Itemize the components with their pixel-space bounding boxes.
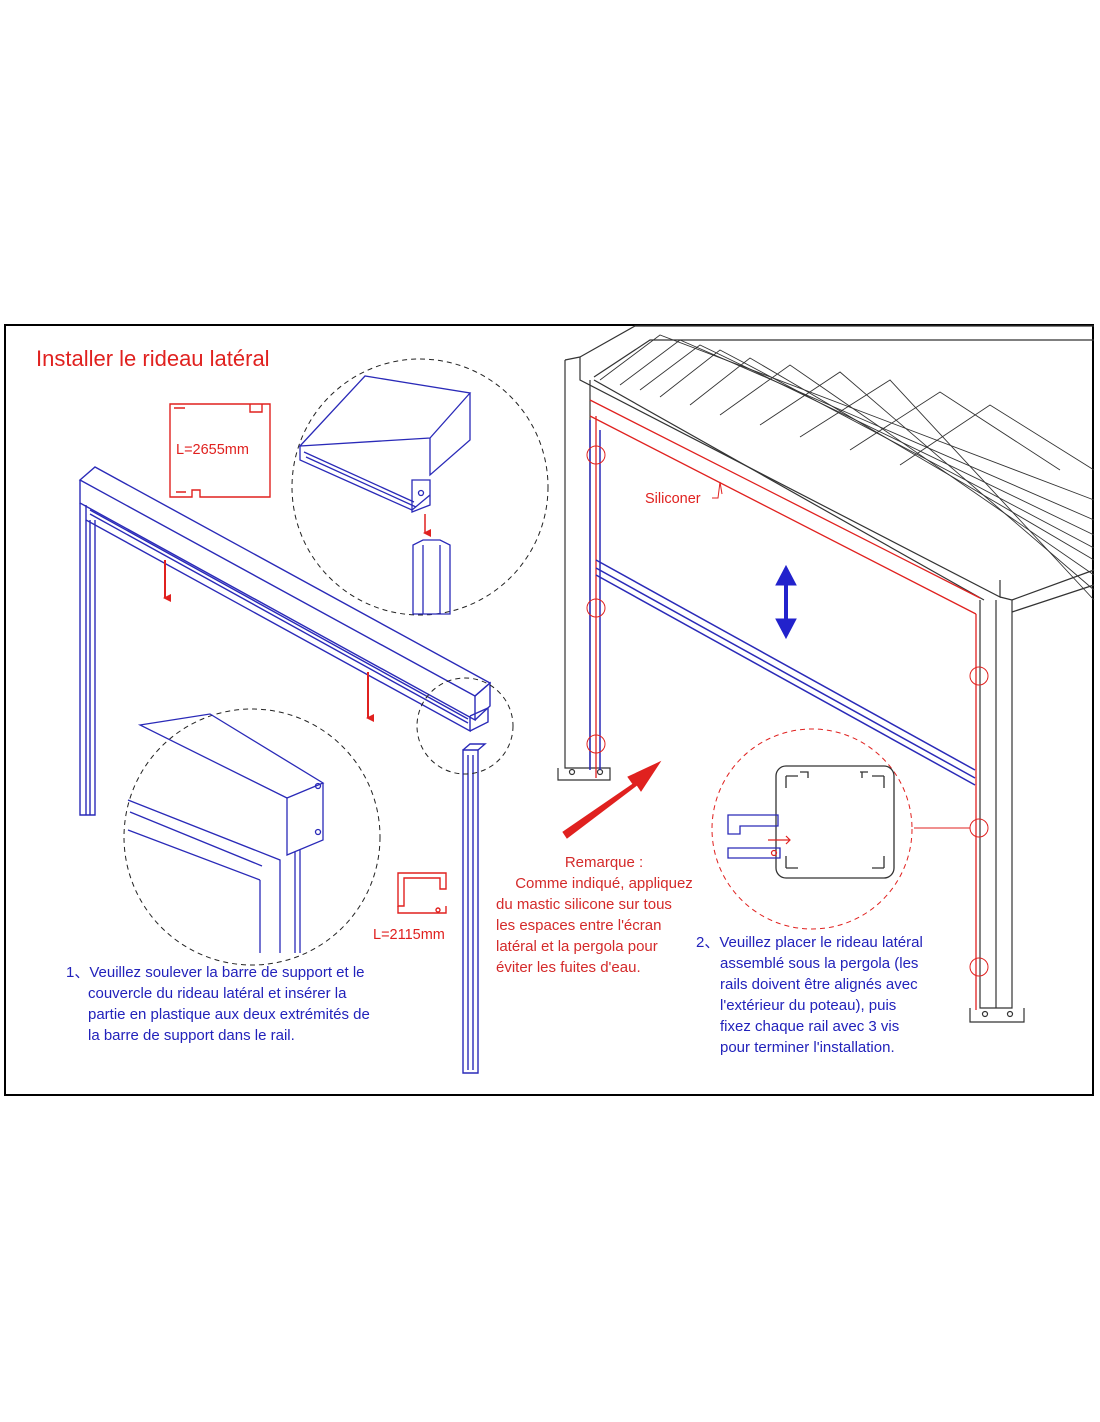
step1-line: 1、Veuillez soulever la barre de support …	[66, 964, 365, 981]
remark-line: latéral et la pergola pour	[496, 938, 658, 955]
step2-line: rails doivent être alignés avec	[720, 976, 918, 993]
silicone-outline	[589, 399, 981, 1010]
step1-line: couvercle du rideau latéral et insérer l…	[88, 985, 347, 1002]
assembly-direction-arrow	[562, 760, 662, 839]
lift-arrows	[163, 560, 374, 722]
step2-line: assemblé sous la pergola (les	[720, 955, 919, 972]
step2-instructions: 2、Veuillez placer le rideau latéral asse…	[696, 932, 923, 1058]
remark-line: Comme indiqué, appliquez	[515, 875, 693, 892]
screw-marks	[586, 445, 989, 977]
step2-line: 2、Veuillez placer le rideau latéral	[696, 934, 923, 951]
step1-line: partie en plastique aux deux extrémités …	[88, 1006, 370, 1023]
diagram-frame	[4, 324, 1094, 1096]
step1-instructions: 1、Veuillez soulever la barre de support …	[66, 962, 370, 1046]
top-detail-circle	[291, 358, 549, 616]
silicone-label: Siliconer	[645, 491, 701, 507]
remark-note: Remarque : Comme indiqué, appliquez du m…	[496, 852, 712, 978]
pergola-bottom-bar	[589, 420, 976, 786]
corner-detail-circle	[416, 677, 514, 775]
top-profile-section	[169, 403, 271, 498]
silicone-pointer	[712, 481, 723, 499]
step2-line: fixez chaque rail avec 3 vis	[720, 1018, 900, 1035]
rail-profile-length-label: L=2115mm	[373, 927, 445, 943]
remark-line: les espaces entre l'écran	[496, 917, 662, 934]
remark-line: du mastic silicone sur tous	[496, 896, 672, 913]
remark-line: éviter les fuites d'eau.	[496, 959, 641, 976]
step2-line: l'extérieur du poteau), puis	[720, 997, 897, 1014]
top-profile-length-label: L=2655mm	[176, 442, 249, 458]
right-detail-circle	[711, 728, 913, 930]
remark-heading: Remarque :	[564, 854, 644, 871]
pergola-drawing	[557, 325, 1095, 1023]
step2-line: pour terminer l'installation.	[720, 1039, 895, 1056]
page-title: Installer le rideau latéral	[36, 346, 270, 371]
rail-profile-section	[397, 872, 447, 914]
bottom-detail-circle	[123, 708, 381, 966]
step1-line: la barre de support dans le rail.	[88, 1027, 295, 1044]
height-adjust-arrow	[775, 564, 797, 640]
curtain-box-assembly	[78, 466, 492, 1074]
